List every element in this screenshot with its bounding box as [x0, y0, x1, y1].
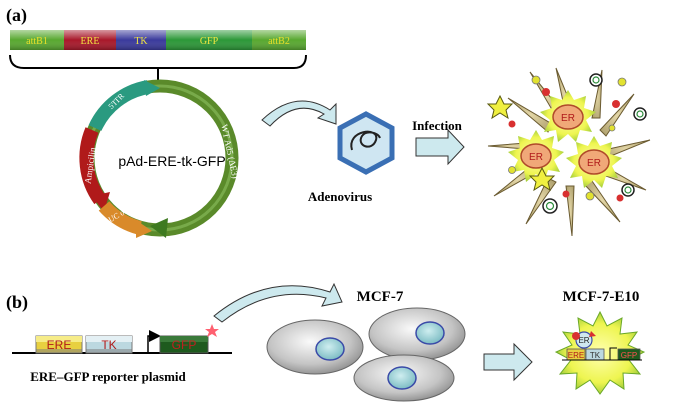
reporter-plasmid-label: ERE–GFP reporter plasmid	[30, 369, 186, 384]
reporter-plasmid: ERE TK GFP	[12, 324, 232, 354]
er-positive-cell: ER	[566, 136, 622, 188]
er-positive-cell: ER	[540, 90, 596, 142]
er-label: ER	[561, 113, 575, 124]
mcf7-cell	[368, 307, 466, 361]
mini-er-label: ER	[578, 336, 589, 345]
plasmid-segment-ampicilin	[79, 127, 106, 205]
plasmid-segment-5itr	[88, 80, 150, 132]
infected-cell-cluster: ER ER ER	[486, 67, 651, 237]
mini-tk-label: TK	[590, 351, 601, 360]
virus-particle	[621, 183, 635, 197]
nucleus	[315, 337, 345, 361]
promoter-arrow	[147, 330, 161, 353]
reporter-ere-label: ERE	[47, 338, 72, 352]
reporter-gfp-label: GFP	[172, 338, 197, 352]
cassette-label-tk: TK	[134, 36, 148, 47]
small-star-cell	[528, 166, 556, 192]
virus-particle	[542, 198, 558, 214]
panel-a-label: (a)	[6, 5, 27, 26]
fibroblast-cell	[565, 185, 575, 237]
adenovirus-icon	[337, 111, 395, 175]
cassette-label-attb1: attB1	[26, 36, 48, 47]
adenovirus-label: Adenovirus	[308, 189, 372, 204]
curved-arrow-to-virus	[261, 100, 337, 127]
curved-arrow-to-cells	[213, 282, 343, 323]
cassette-label-ere: ERE	[81, 36, 100, 47]
nucleus	[415, 321, 445, 345]
virus-particle	[589, 73, 603, 87]
er-label: ER	[587, 158, 601, 169]
mcf7-e10-label: MCF-7-E10	[563, 289, 640, 305]
mini-gfp-label: GFP	[621, 351, 637, 360]
cassette-label-gfp: GFP	[200, 36, 219, 47]
er-label: ER	[529, 152, 543, 163]
er-positive-cell: ER	[508, 130, 564, 182]
fluorescence-star-icon	[205, 324, 219, 337]
small-star-cell	[486, 94, 514, 120]
reporter-tk-label: TK	[101, 338, 116, 352]
mini-ere-label: ERE	[568, 351, 584, 360]
cassette-label-attb2: attB2	[268, 36, 290, 47]
expression-cassette: attB1 ERE TK GFP attB2	[10, 30, 306, 50]
mcf7-cell	[353, 354, 455, 402]
plasmid-map: 5'ITR Ampicilin pUC ori WT Ad5 (ΔE3) pAd…	[79, 79, 241, 238]
mcf7-e10-cell: ERE TK GFP ER	[554, 310, 646, 395]
panel-b-label: (b)	[6, 292, 28, 313]
transfection-arrow	[483, 342, 533, 382]
nucleus	[387, 366, 417, 390]
plasmid-name: pAd-ERE-tk-GFP	[118, 153, 225, 169]
infection-arrow	[415, 128, 465, 166]
fibroblast-cell	[599, 93, 635, 137]
infection-label: Infection	[412, 118, 463, 133]
mcf7-label: MCF-7	[357, 289, 404, 305]
mcf7-cell	[266, 319, 364, 375]
virus-particle	[633, 107, 647, 121]
